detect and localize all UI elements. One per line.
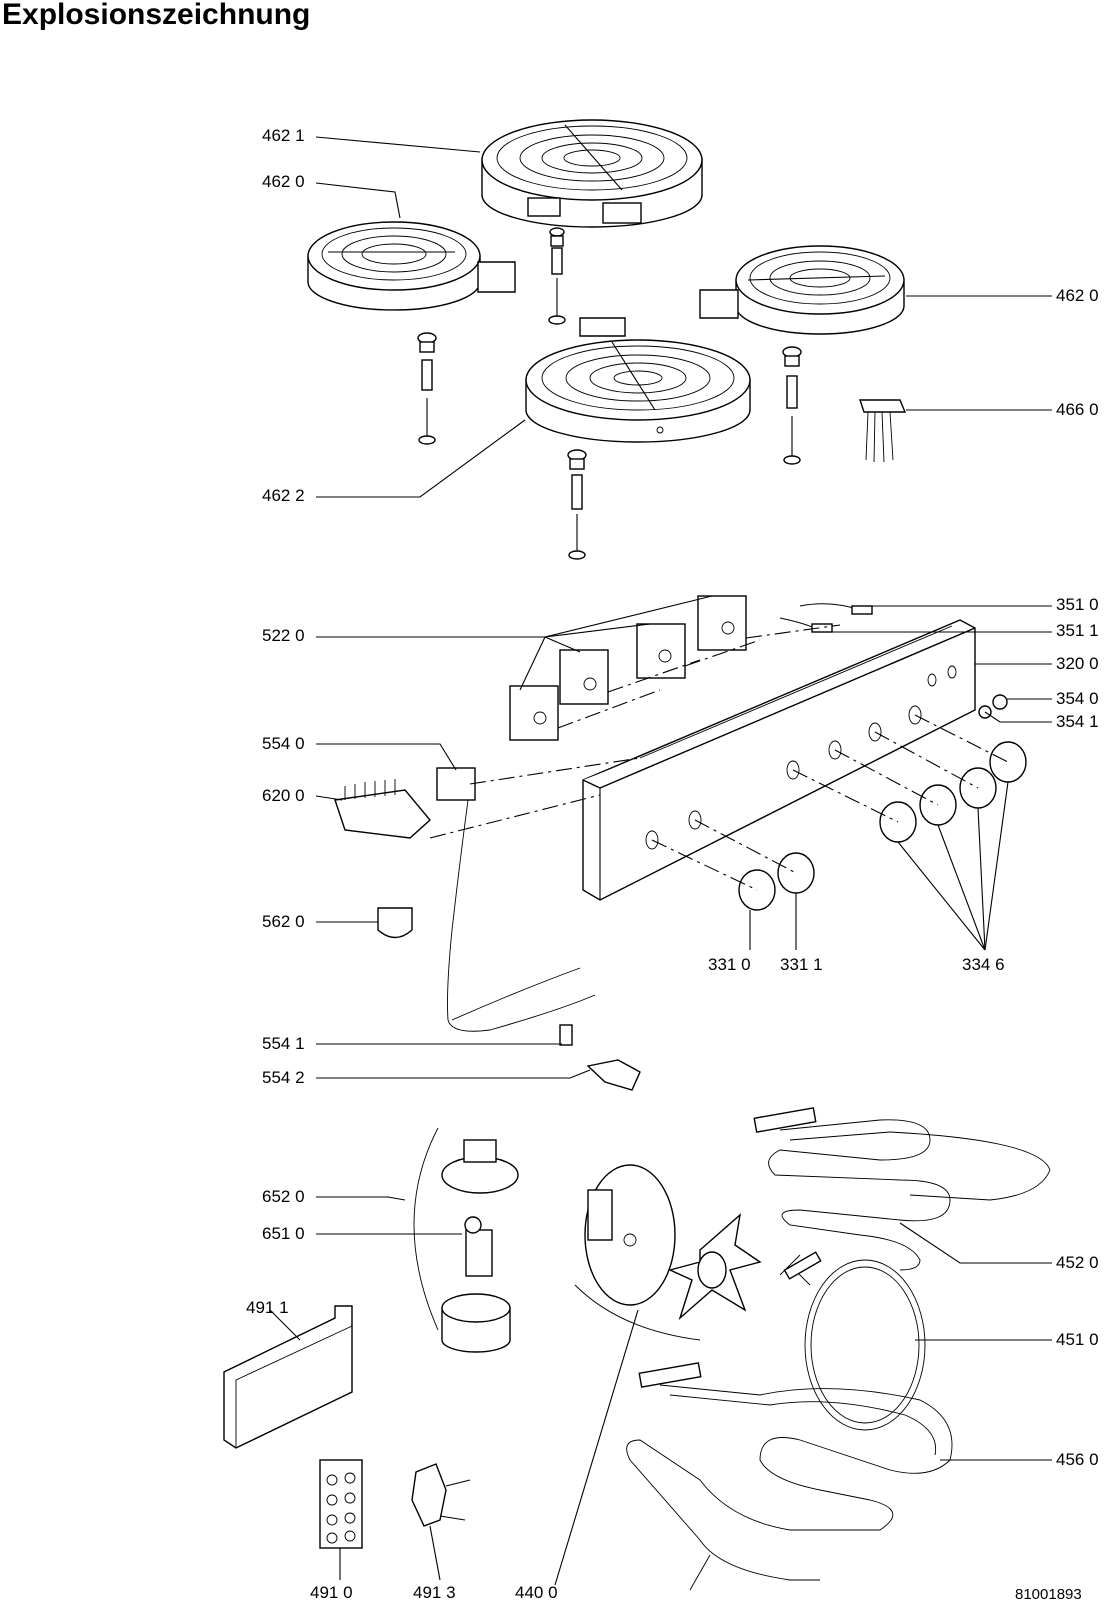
- hotplate-4620-right: [699, 245, 905, 335]
- selector-6200: [334, 779, 431, 839]
- page-title: Explosionszeichnung: [2, 0, 311, 31]
- label-5542: 554 2: [262, 1068, 305, 1087]
- hotplate-4622: [525, 317, 751, 443]
- hotplate-4620-left: [307, 221, 516, 311]
- label-4510: 451 0: [1056, 1330, 1099, 1349]
- bracket-5542: [586, 1059, 641, 1091]
- label-4622: 462 2: [262, 486, 305, 505]
- label-3200: 320 0: [1056, 654, 1099, 673]
- label-5540: 554 0: [262, 734, 305, 753]
- clip-4913: [411, 1463, 471, 1527]
- leaders-lower: [269, 1196, 1052, 1586]
- thermostat-5540: [436, 767, 596, 1046]
- label-4911: 491 1: [246, 1298, 289, 1317]
- label-4620-left: 462 0: [262, 172, 305, 191]
- terminal-4660: [859, 399, 907, 463]
- label-5220: 522 0: [262, 626, 305, 645]
- terminal-4910: [319, 1459, 363, 1549]
- bracket-4911: [223, 1305, 353, 1449]
- label-4913: 491 3: [413, 1583, 456, 1602]
- label-4910: 491 0: [310, 1583, 353, 1602]
- label-4400: 440 0: [515, 1583, 558, 1602]
- switches-5220: [509, 595, 747, 741]
- label-6520: 652 0: [262, 1187, 305, 1206]
- label-3346: 334 6: [962, 955, 1005, 974]
- heater-4560: [626, 1362, 953, 1591]
- label-3510: 351 0: [1056, 595, 1099, 614]
- heater-4510: [783, 1251, 926, 1431]
- leaders-top: [315, 136, 1052, 498]
- fan-4400: [574, 1164, 762, 1341]
- clamp-5620: [377, 907, 413, 939]
- label-4620-right: 462 0: [1056, 286, 1099, 305]
- hotplate-screws: [417, 227, 802, 560]
- guide-lines-panel: [429, 624, 1009, 891]
- heater-4520: [753, 1107, 1051, 1276]
- label-3310: 331 0: [708, 955, 751, 974]
- label-3541: 354 1: [1056, 712, 1099, 731]
- control-panel-3200: [582, 619, 976, 901]
- label-3511: 351 1: [1056, 621, 1099, 640]
- wires-351: [779, 603, 873, 633]
- label-4621: 462 1: [262, 126, 305, 145]
- hotplate-4621: [481, 119, 703, 228]
- leaders-middle: [315, 595, 1052, 1079]
- label-4520: 452 0: [1056, 1253, 1099, 1272]
- lamp-assembly: [413, 1127, 519, 1353]
- label-4560: 456 0: [1056, 1450, 1099, 1469]
- label-5541: 554 1: [262, 1034, 305, 1053]
- document-number: 81001893: [1015, 1586, 1082, 1603]
- label-3311: 331 1: [780, 955, 823, 974]
- label-6510: 651 0: [262, 1224, 305, 1243]
- label-6200: 620 0: [262, 786, 305, 805]
- label-5620: 562 0: [262, 912, 305, 931]
- label-4660: 466 0: [1056, 400, 1099, 419]
- label-3540: 354 0: [1056, 689, 1099, 708]
- screws-354: [978, 694, 1008, 719]
